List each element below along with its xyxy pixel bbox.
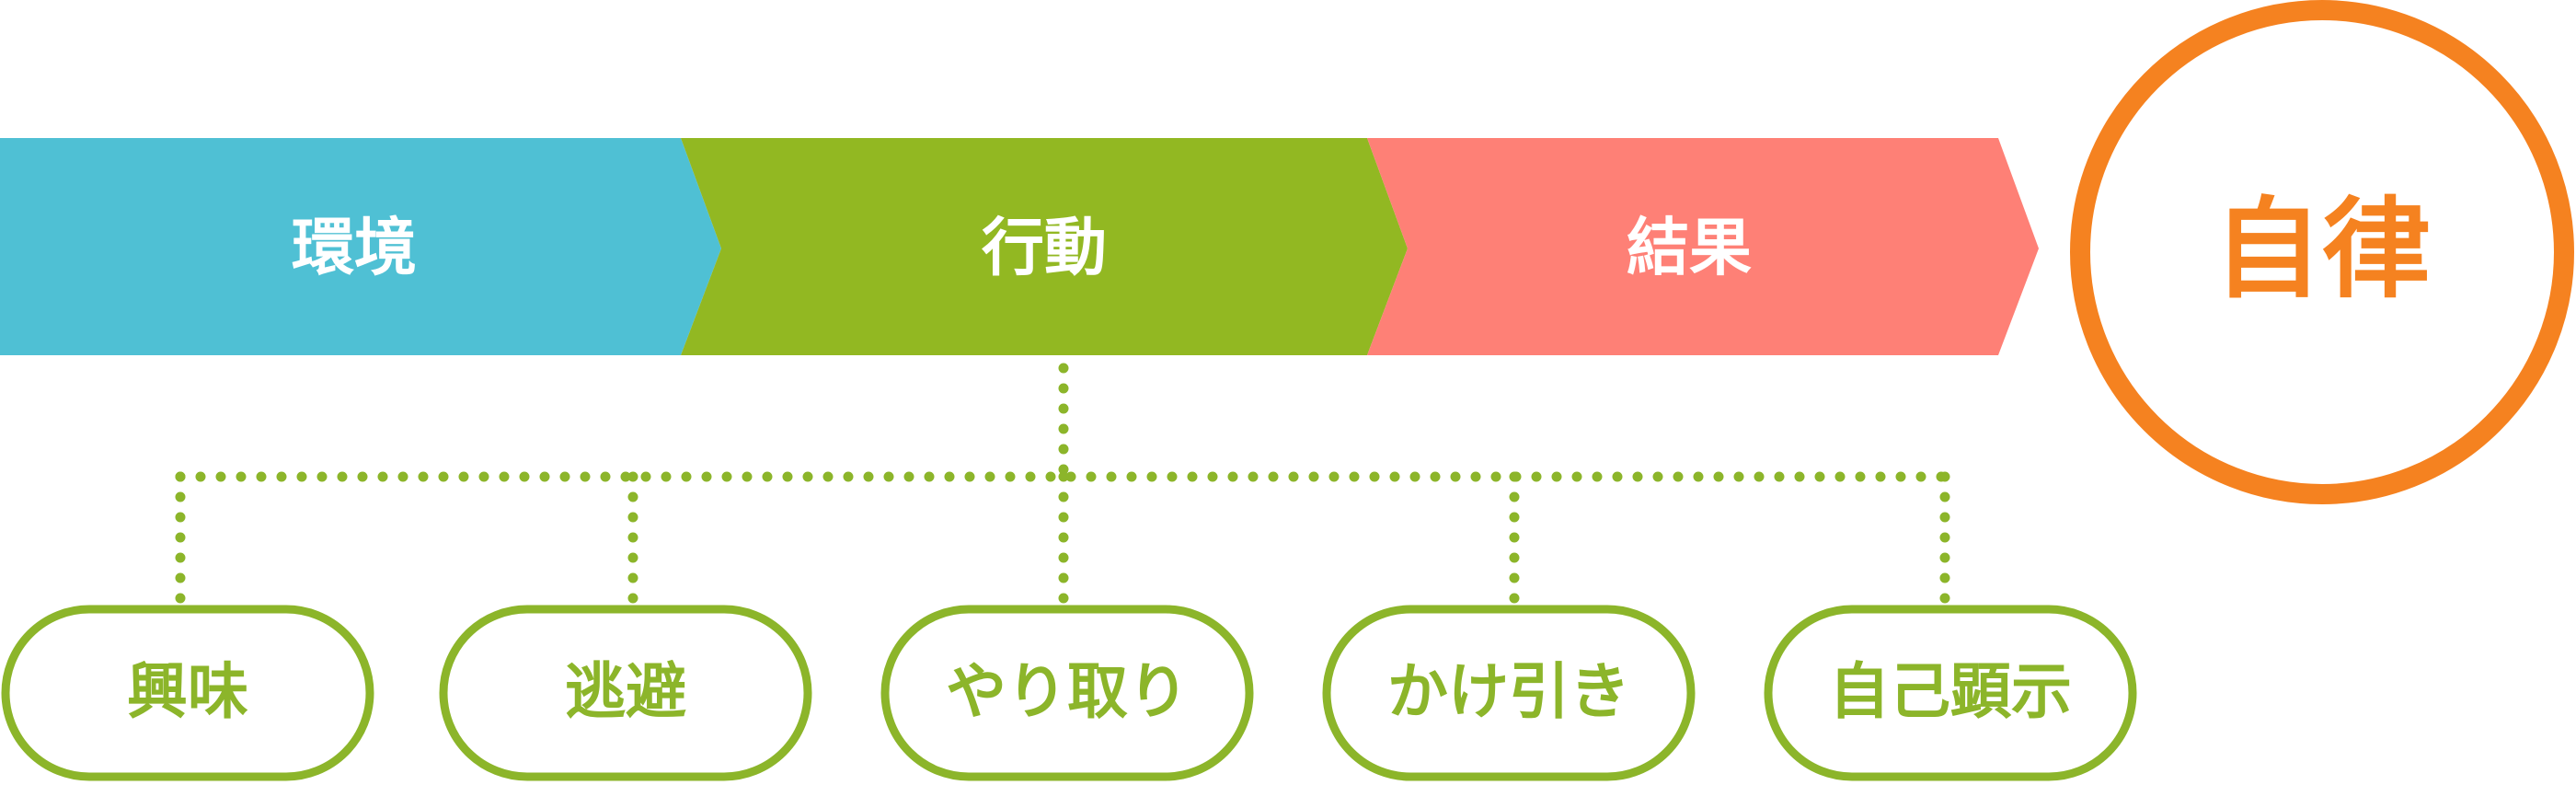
behavior-label-negotiation: かけ引き: [1387, 656, 1630, 727]
behavior-pills: 興味 逃避 やり取り かけ引き 自己顕示: [1, 605, 2137, 781]
stage-label-result: 結果: [1627, 213, 1752, 285]
stage-arrows: 環境 行動 結果: [0, 138, 2039, 355]
behavior-pill-outline: [880, 605, 1254, 781]
behavior-pill-self-display: 自己顕示: [1764, 605, 2137, 781]
behavior-pill-interest: 興味: [1, 605, 374, 781]
stage-label-environment: 環境: [292, 213, 417, 285]
behavior-pill-exchange: やり取り: [880, 605, 1254, 781]
behavior-pill-negotiation: かけ引き: [1322, 605, 1696, 781]
stage-arrow-result: [1367, 138, 2039, 355]
goal-label: 自律: [2214, 186, 2431, 313]
behavior-label-interest: 興味: [127, 656, 248, 727]
behavior-pill-outline: [439, 605, 812, 781]
goal: 自律: [2070, 0, 2574, 504]
behavior-label-self-display: 自己顕示: [1829, 656, 2072, 727]
behavior-pill-outline: [1764, 605, 2137, 781]
behavior-pill-outline: [1, 605, 374, 781]
behavior-pill-outline: [1322, 605, 1696, 781]
behavior-pill-avoidance: 逃避: [439, 605, 812, 781]
goal-circle: [2070, 0, 2574, 504]
behavior-label-avoidance: 逃避: [565, 656, 686, 727]
stage-arrow-behavior: [681, 138, 1408, 355]
stage-arrow-environment: [0, 138, 721, 355]
behavior-label-exchange: やり取り: [946, 656, 1189, 727]
connectors: [175, 363, 1950, 609]
stage-label-behavior: 行動: [982, 213, 1107, 285]
